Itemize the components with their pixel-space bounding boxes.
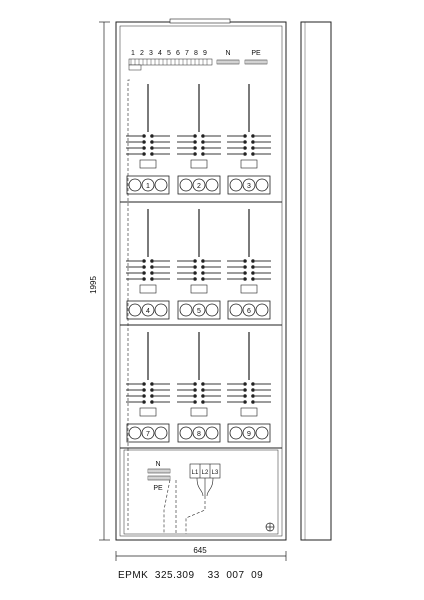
terminal-strip xyxy=(128,58,268,71)
meter-number: 5 xyxy=(197,308,201,315)
terminal-number: 6 xyxy=(176,50,180,57)
meter-bay: 1 xyxy=(126,84,170,195)
meter-number: 6 xyxy=(247,308,251,315)
meter-number: 7 xyxy=(146,431,150,438)
ground-icon xyxy=(265,522,275,532)
meter-bay: 2 xyxy=(177,84,221,195)
meter-bay: 3 xyxy=(227,84,271,195)
meter-number: 1 xyxy=(146,183,150,190)
width-dimension-line xyxy=(115,551,287,561)
phase-label: L1 xyxy=(192,470,199,476)
meter-bay: 5 xyxy=(177,209,221,320)
meter-number: 8 xyxy=(197,431,201,438)
terminal-number: 2 xyxy=(140,50,144,57)
meter-number: 9 xyxy=(247,431,251,438)
meter-bay: 4 xyxy=(126,209,170,320)
meter-bay: 9 xyxy=(227,332,271,443)
bottom-busbars xyxy=(147,468,171,481)
meter-bay: 6 xyxy=(227,209,271,320)
meter-number: 4 xyxy=(146,308,150,315)
terminal-number: 8 xyxy=(194,50,198,57)
terminal-number-row: 1 2 3 4 5 6 7 8 9 xyxy=(131,50,207,57)
terminal-number: 5 xyxy=(167,50,171,57)
meter-bay: 7 xyxy=(126,332,170,443)
height-dimension-line xyxy=(99,21,110,541)
terminal-number: 3 xyxy=(149,50,153,57)
main-switch xyxy=(189,463,221,497)
terminal-number: 9 xyxy=(203,50,207,57)
cable-routes xyxy=(127,79,206,534)
meter-number: 3 xyxy=(247,183,251,190)
cabinet-front-view xyxy=(115,18,287,541)
neutral-bar-label: N xyxy=(225,50,230,57)
terminal-number: 7 xyxy=(185,50,189,57)
cabinet-side-view xyxy=(300,21,332,541)
phase-label: L2 xyxy=(202,470,209,476)
drawing-caption: EPMK 325.309 33 007 09 xyxy=(118,570,264,581)
meter-number: 2 xyxy=(197,183,201,190)
meter-bay: 8 xyxy=(177,332,221,443)
height-dimension-label: 1995 xyxy=(89,276,98,294)
terminal-number: 4 xyxy=(158,50,162,57)
phase-label: L3 xyxy=(212,470,219,476)
bottom-neutral-label: N xyxy=(155,461,160,468)
pe-bar-label: PE xyxy=(251,50,261,57)
terminal-number: 1 xyxy=(131,50,135,57)
width-dimension-label: 645 xyxy=(193,546,207,555)
bottom-pe-label: PE xyxy=(153,485,163,492)
